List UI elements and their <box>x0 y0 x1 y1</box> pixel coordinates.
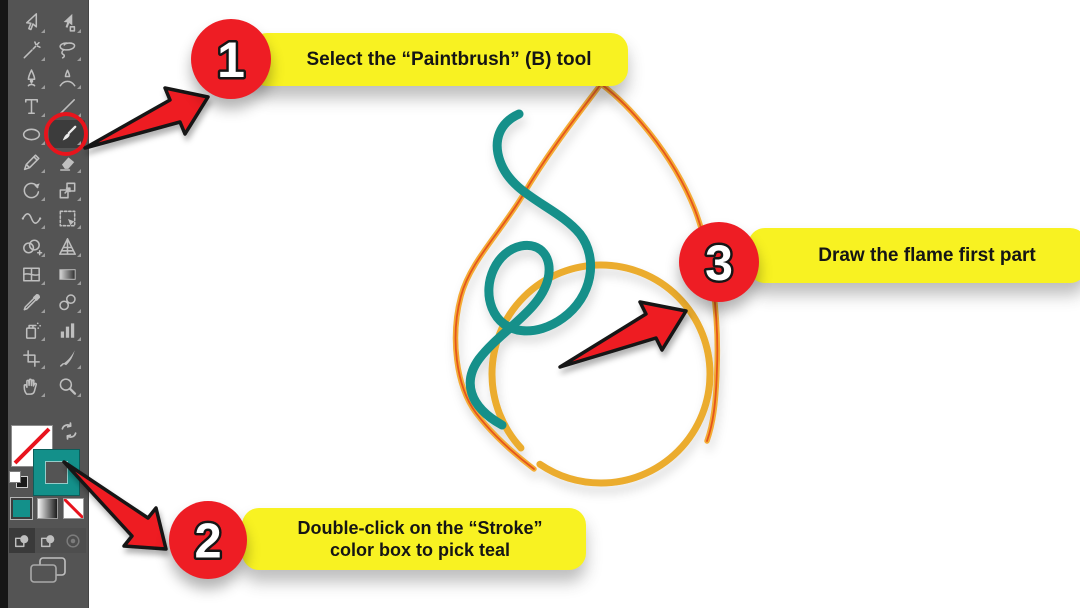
none-fill-slash-icon <box>13 427 51 465</box>
pencil-tool[interactable] <box>13 148 49 176</box>
curvature-tool[interactable] <box>49 64 85 92</box>
ellipse-icon <box>22 128 40 140</box>
panel-edge <box>0 0 8 608</box>
step-number-2: 2 <box>194 515 221 569</box>
zoom-tool[interactable] <box>49 372 85 400</box>
hand-icon <box>23 378 37 395</box>
type-tool[interactable] <box>13 92 49 120</box>
tool-grid <box>13 8 85 400</box>
mesh-tool[interactable] <box>13 260 49 288</box>
direct-selection-icon <box>63 13 75 32</box>
gradient-icon <box>58 268 76 280</box>
ellipse-tool[interactable] <box>13 120 49 148</box>
callout-text-2: Double-click on the “Stroke” color box t… <box>297 517 543 561</box>
selection-tool[interactable] <box>13 8 49 36</box>
selection-icon <box>25 12 37 30</box>
scale-tool[interactable] <box>49 176 85 204</box>
lasso-icon <box>58 41 75 59</box>
step-badge-2: 2 <box>169 501 247 579</box>
default-fill-stroke-icon[interactable] <box>9 471 28 488</box>
symbol-sprayer-tool[interactable] <box>13 316 49 344</box>
apply-color-button[interactable] <box>10 497 33 520</box>
draw-normal-button[interactable] <box>9 528 35 553</box>
hand-tool[interactable] <box>13 372 49 400</box>
gradient-tool[interactable] <box>49 260 85 288</box>
slice-tool[interactable] <box>49 344 85 372</box>
perspective-grid-icon <box>58 237 76 255</box>
artboard-tool[interactable] <box>13 344 49 372</box>
free-transform-icon <box>59 210 75 226</box>
magic-wand-tool[interactable] <box>13 36 49 64</box>
symbol-sprayer-icon <box>25 321 41 339</box>
lasso-tool[interactable] <box>49 36 85 64</box>
blend-icon <box>58 293 76 310</box>
eyedropper-icon <box>23 293 40 310</box>
type-icon <box>24 98 38 114</box>
callout-pill-1: Select the “Paintbrush” (B) tool <box>250 33 628 86</box>
step-badge-1: 1 <box>191 19 271 99</box>
callout-pill-2: Double-click on the “Stroke” color box t… <box>242 508 586 570</box>
eyedropper-tool[interactable] <box>13 288 49 316</box>
width-icon <box>21 212 41 224</box>
scale-icon <box>59 182 75 198</box>
paintbrush-highlight-ring <box>44 112 88 156</box>
pen-tool[interactable] <box>13 64 49 92</box>
step-number-1: 1 <box>217 32 245 88</box>
shape-builder-tool[interactable] <box>13 232 49 260</box>
blend-tool[interactable] <box>49 288 85 316</box>
screen-mode-icon <box>30 557 66 583</box>
slice-icon <box>59 349 75 367</box>
apply-gradient-button[interactable] <box>37 498 58 519</box>
perspective-grid-tool[interactable] <box>49 232 85 260</box>
rotate-icon <box>23 182 40 198</box>
column-graph-tool[interactable] <box>49 316 85 344</box>
apply-style-row <box>10 497 85 520</box>
stroke-color-box[interactable] <box>33 449 80 496</box>
callout-text-3: Draw the flame first part <box>818 244 1036 266</box>
magic-wand-icon <box>23 40 41 58</box>
screen-mode-button[interactable] <box>27 554 69 586</box>
step-number-3: 3 <box>705 235 733 291</box>
curvature-icon <box>59 69 75 86</box>
swap-fill-stroke-icon[interactable] <box>58 420 80 442</box>
callout-pill-3: Draw the flame first part <box>748 228 1080 283</box>
shape-builder-icon <box>22 239 42 255</box>
pen-icon <box>27 68 35 86</box>
column-graph-icon <box>60 322 74 338</box>
apply-none-button[interactable] <box>63 498 84 519</box>
step-badge-3: 3 <box>679 222 759 302</box>
eraser-icon <box>59 156 74 171</box>
eraser-tool[interactable] <box>49 148 85 176</box>
artboard-icon <box>22 349 40 367</box>
width-tool[interactable] <box>13 204 49 232</box>
free-transform-tool[interactable] <box>49 204 85 232</box>
line-segment-tool[interactable] <box>49 92 85 120</box>
zoom-icon <box>59 377 76 395</box>
line-segment-icon <box>59 98 75 114</box>
tools-panel <box>0 0 89 608</box>
stroke-box-hole <box>45 461 68 484</box>
rotate-tool[interactable] <box>13 176 49 204</box>
mesh-icon <box>22 267 40 281</box>
callout-text-1: Select the “Paintbrush” (B) tool <box>306 48 592 70</box>
draw-inside-button[interactable] <box>60 528 87 553</box>
drawing-modes-bar <box>9 528 87 553</box>
pencil-icon <box>23 153 40 170</box>
draw-behind-button[interactable] <box>34 528 61 553</box>
direct-selection-tool[interactable] <box>49 8 85 36</box>
